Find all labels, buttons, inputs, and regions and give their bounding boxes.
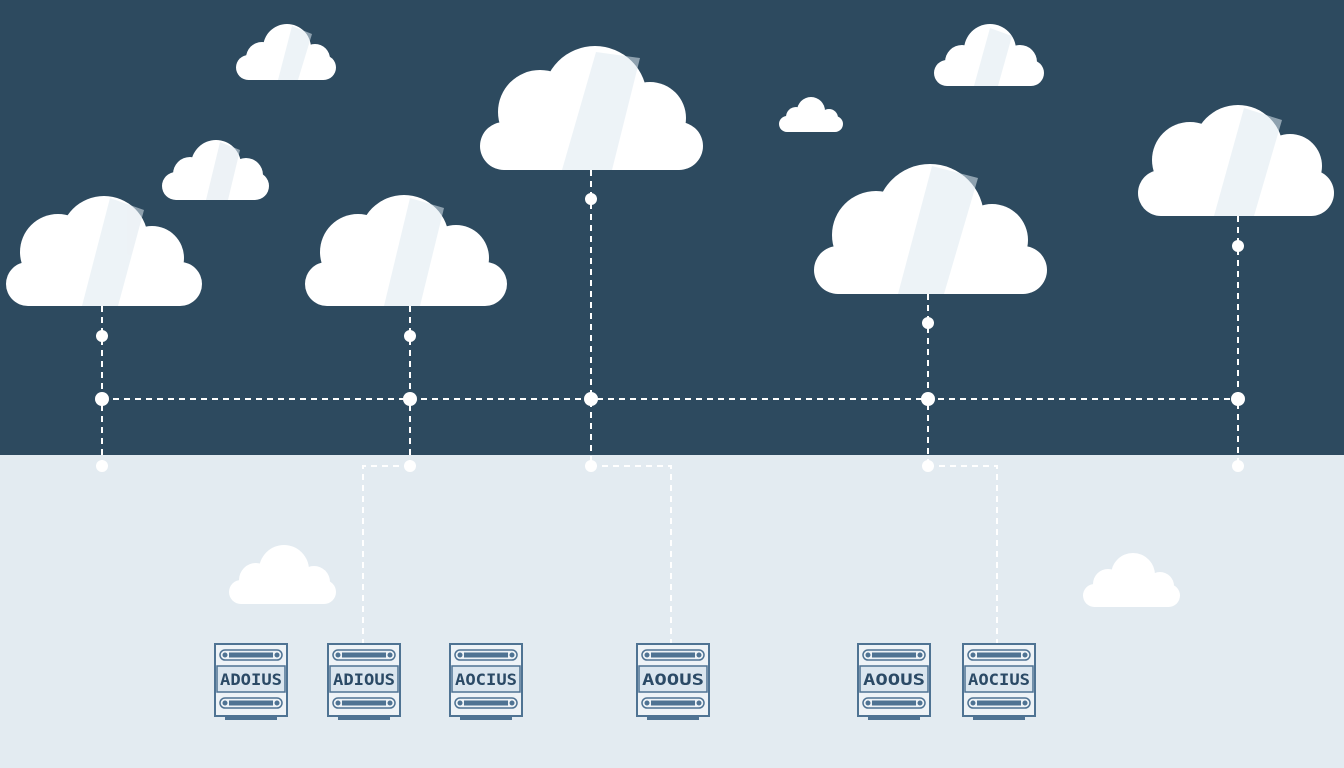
server-label: AOOUS [863,670,925,689]
ground-clouds [229,545,1180,607]
sky-background [0,0,1344,455]
server-icon: ADIOUS [327,643,401,720]
cloud-icon [1083,553,1180,607]
cloud-highlights [82,26,1282,306]
server-label: AOCIUS [968,670,1030,689]
server-icon: AOCIUS [962,643,1036,720]
cloud-icon [229,545,336,604]
server-label: ADIOUS [333,670,395,689]
server-icon: AOCIUS [449,643,523,720]
connection-nodes [95,193,1245,472]
network-clouds [6,46,1334,306]
server-links [362,465,998,644]
servers: ADOIUS ADIOUS AOCIUS AOOUS AOOUS AOCIUS [214,643,1036,720]
server-label: AOCIUS [455,670,517,689]
server-label: AOOUS [642,670,704,689]
server-icon: AOOUS [636,643,710,720]
server-label: ADOIUS [220,670,282,689]
server-icon: AOOUS [857,643,931,720]
cloud-icon [779,97,843,132]
server-icon: ADOIUS [214,643,288,720]
